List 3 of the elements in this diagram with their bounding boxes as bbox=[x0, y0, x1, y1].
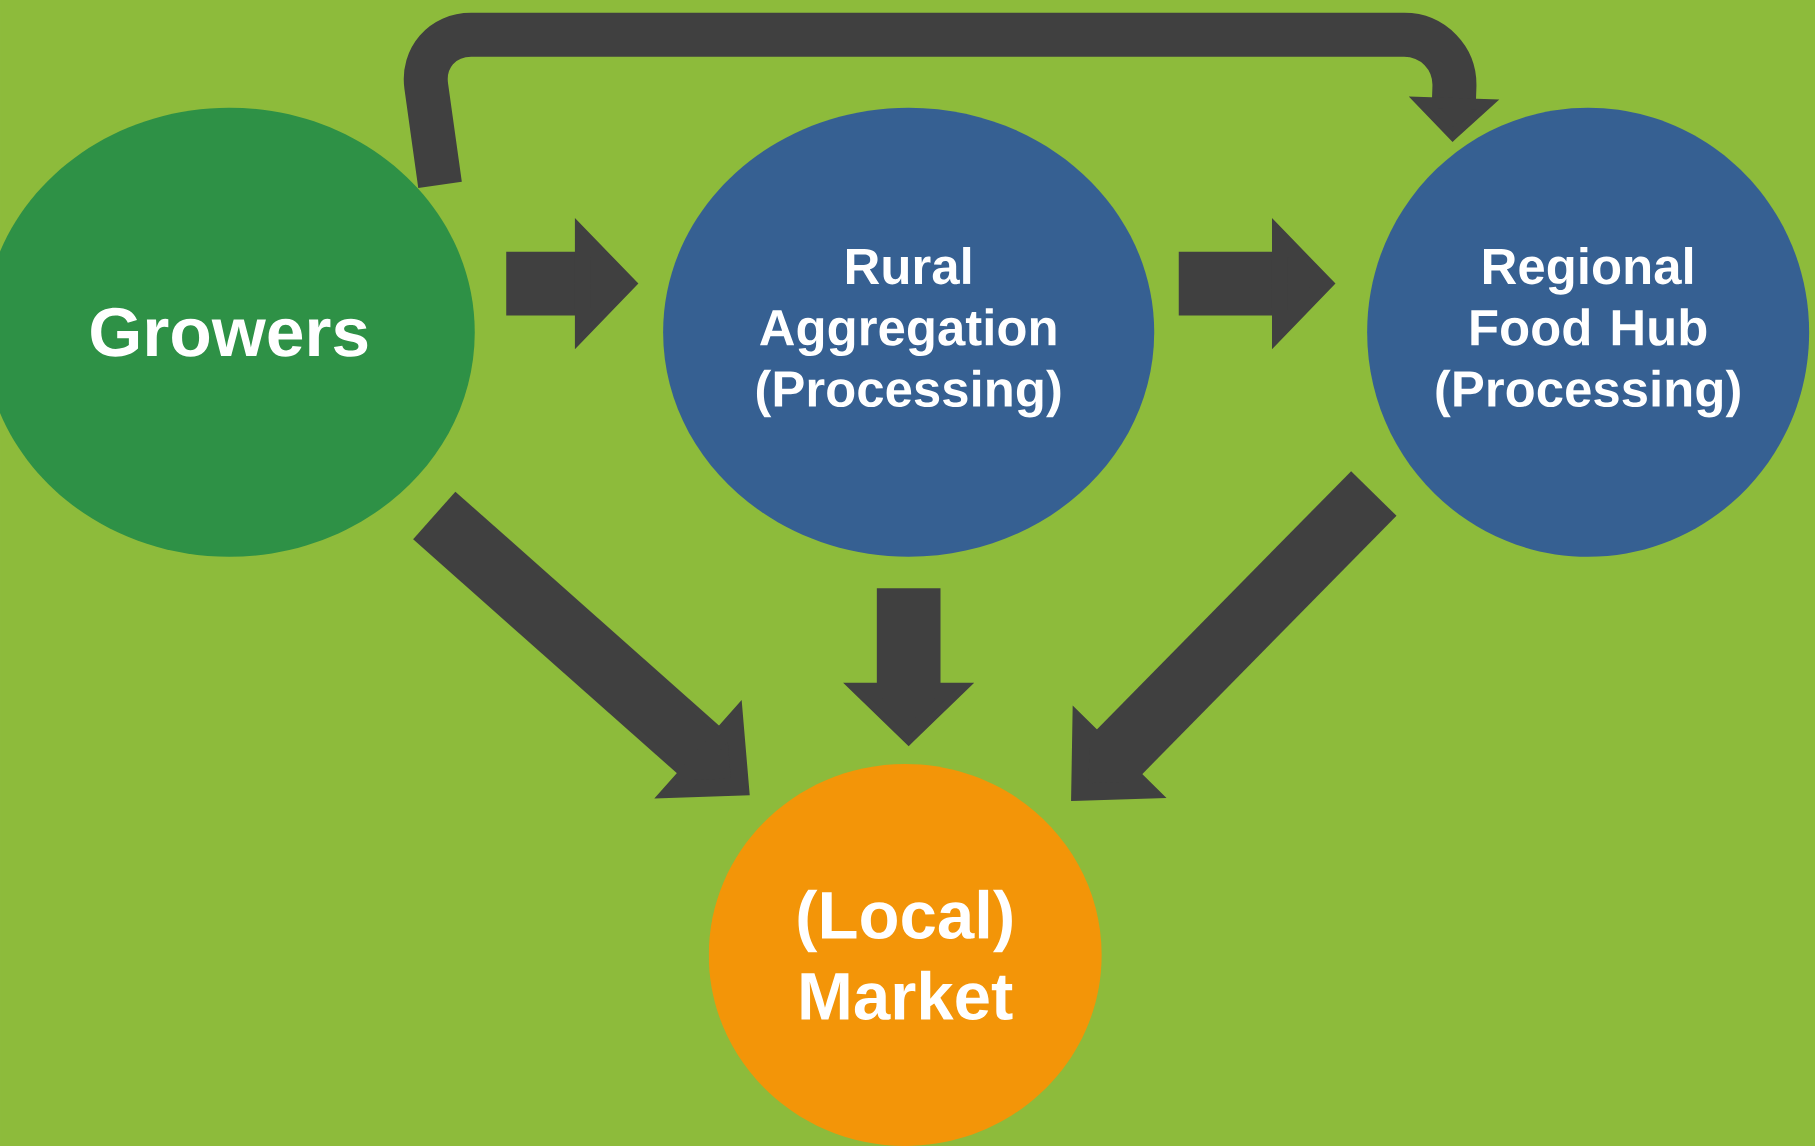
circle-node: (Local) Market bbox=[708, 764, 1102, 1146]
circle-node: Rural Aggregation (Processing) bbox=[663, 107, 1155, 557]
circle-node: Regional Food Hub (Processing) bbox=[1367, 107, 1810, 557]
